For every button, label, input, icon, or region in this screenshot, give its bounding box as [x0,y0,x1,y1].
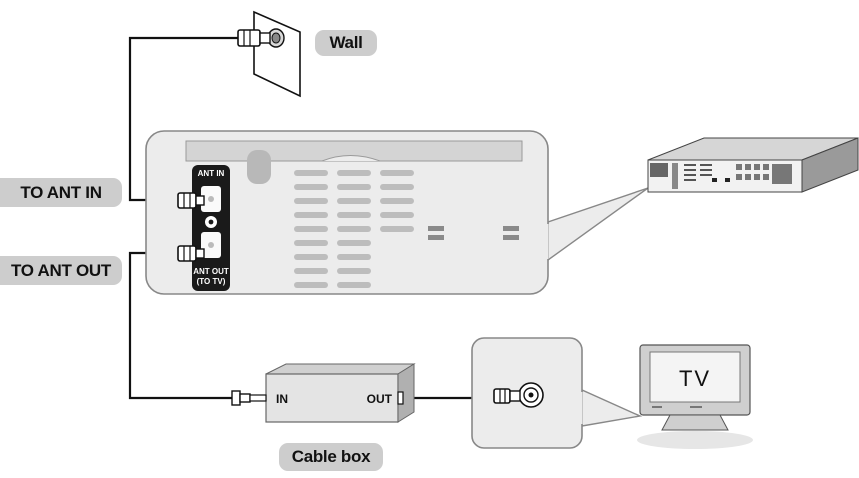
ant-in-plug [177,192,205,209]
wall-label: Wall [315,30,377,56]
ant-out-plug [177,245,205,262]
panel-ant-out-label-line1: ANT OUT [193,267,229,276]
cable-box-out-label: OUT [367,392,393,406]
wall-outlet [237,10,301,98]
antenna-terminal-block: ANT IN ANT OUT (TO TV) [192,165,230,291]
panel-ant-out-label-line2: (TO TV) [197,277,226,286]
to-ant-in-label: TO ANT IN [0,178,122,207]
cable-box-label: Cable box [279,443,383,471]
tv-screen-label: TV [679,366,711,391]
cable-box-device: IN OUT [231,363,416,423]
tv-jack-zoom [471,337,643,449]
recorder-device [647,137,859,193]
panel-ant-in-label: ANT IN [198,169,225,178]
television-device: TV [637,344,753,449]
to-ant-out-label: TO ANT OUT [0,256,122,285]
panel-vents [294,170,414,288]
rear-panel-zoom: ANT IN ANT OUT (TO TV) [145,130,649,295]
cable-box-in-label: IN [276,392,288,406]
